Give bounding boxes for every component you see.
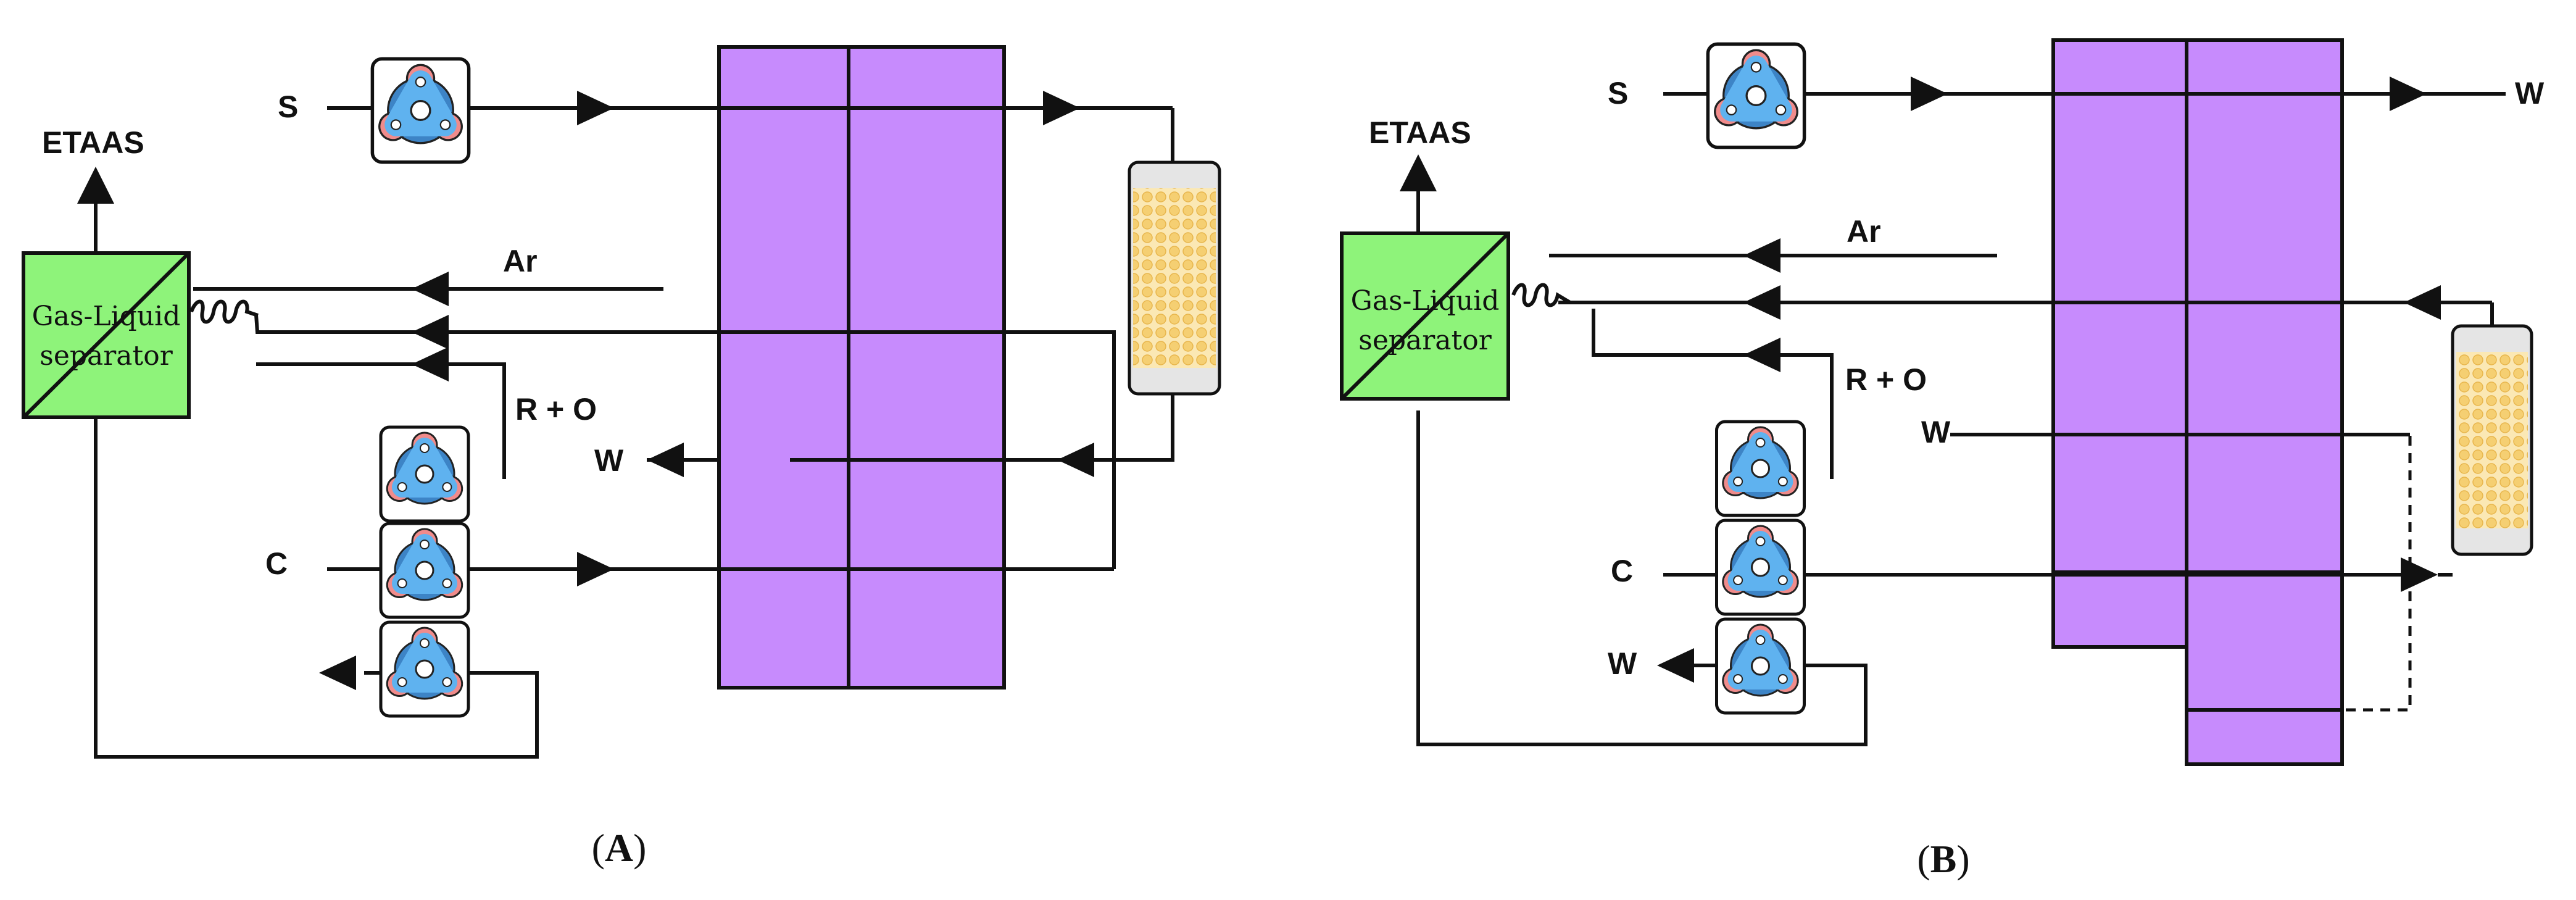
label-etaas: ETAAS [42,125,144,160]
peristaltic-pump-icon [1708,44,1804,147]
peristaltic-pump-icon [1717,619,1805,713]
packed-column-icon [2451,324,2533,556]
arrow-left-icon [2404,285,2441,320]
label-carrier: C [265,546,288,581]
arrow-left-icon [1057,443,1094,477]
switching-valve [2051,38,2344,766]
panel-b: Gas-Liquid separator S W ETAAS Ar R + O … [1340,38,2545,881]
label-waste-bottom: W [1608,646,1637,681]
arrow-right-icon [1043,91,1080,125]
separator-label-line2: separator [39,340,173,372]
label-argon: Ar [1847,214,1881,249]
label-reagents: R + O [515,392,597,427]
arrow-left-icon [1657,648,1694,683]
arrow-left-icon [1743,285,1780,320]
arrow-right-icon [2390,77,2427,111]
arrow-left-icon [412,347,449,381]
separator-label-line1: Gas-Liquid [1351,285,1500,317]
arrow-right-icon [2401,557,2438,592]
label-argon: Ar [503,244,538,278]
peristaltic-pump-icon [1717,422,1805,515]
peristaltic-pump-icon [381,427,468,521]
arrow-up-icon [1400,154,1437,191]
label-reagents: R + O [1845,362,1927,397]
peristaltic-pump-icon [1717,520,1805,614]
peristaltic-pump-icon [381,622,468,716]
label-etaas: ETAAS [1369,115,1471,150]
peristaltic-pump-icon [372,59,468,162]
arrow-left-icon [319,656,356,690]
caption-a: (A) [592,826,647,870]
switching-valve [717,45,1006,690]
arrow-left-icon [412,272,449,306]
arrow-left-icon [1743,338,1780,372]
arrow-left-icon [412,315,449,349]
label-carrier: C [1611,554,1633,588]
separator-label-line2: separator [1358,325,1492,356]
panel-a: Gas-Liquid separator S ETAAS Ar R + O W … [22,45,1221,870]
caption-b: (B) [1917,837,1969,881]
arrow-right-icon [577,552,614,586]
coil-icon [1511,283,1571,307]
separator-label-line1: Gas-Liquid [32,301,181,332]
arrow-up-icon [77,167,114,204]
label-sample: S [1608,76,1628,110]
gas-liquid-separator: Gas-Liquid separator [22,251,191,419]
label-sample: S [278,90,298,124]
coil-icon [189,299,259,324]
gas-liquid-separator: Gas-Liquid separator [1340,231,1510,401]
arrow-left-icon [1743,238,1780,273]
label-waste: W [594,443,624,478]
label-waste-middle: W [1921,415,1951,449]
arrow-right-icon [1911,77,1948,111]
arrow-right-icon [577,91,614,125]
peristaltic-pump-icon [381,523,468,617]
packed-column-icon [1128,160,1221,396]
label-waste-top: W [2515,76,2545,110]
